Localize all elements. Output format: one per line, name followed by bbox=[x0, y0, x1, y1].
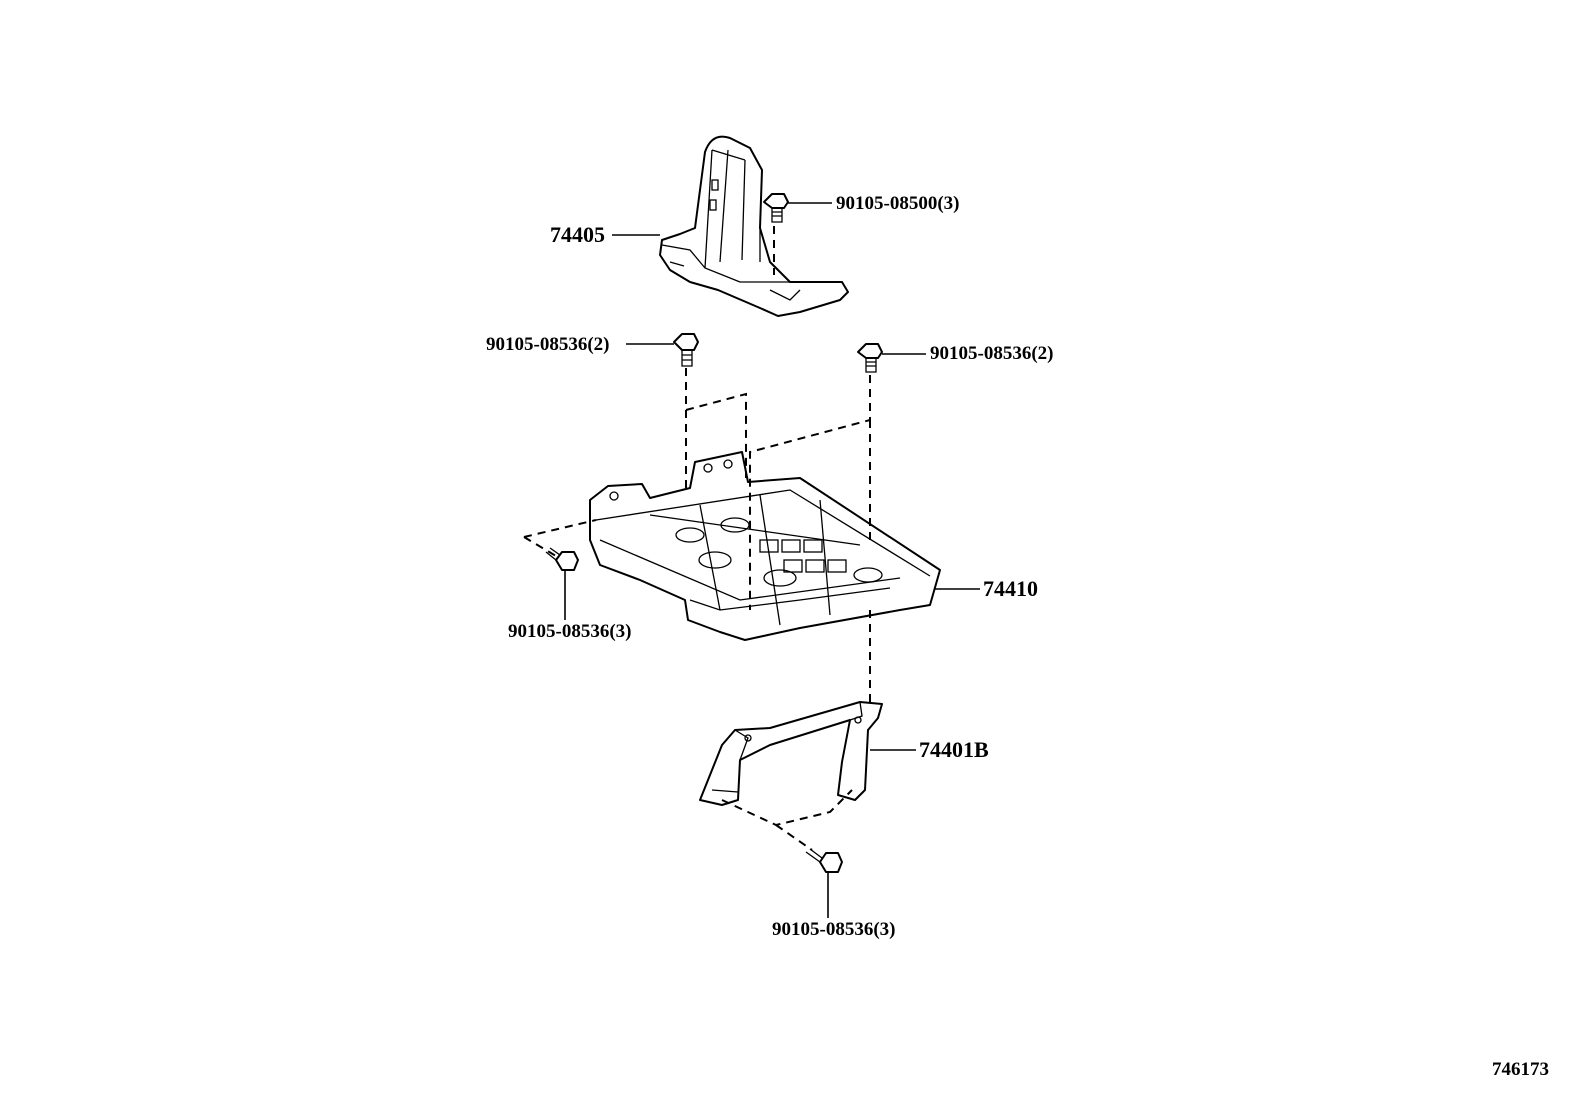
part-label: 74405 bbox=[550, 222, 605, 247]
fastener-label: 90105-08536(3) bbox=[508, 621, 631, 642]
bolt-icon bbox=[805, 848, 843, 873]
bolt-icon bbox=[673, 333, 699, 367]
diagram-code: 746173 bbox=[1492, 1059, 1549, 1080]
bolt-icon bbox=[857, 343, 883, 373]
bolt-icon bbox=[763, 193, 789, 223]
tray-74410[interactable] bbox=[589, 451, 941, 641]
bolt-icon bbox=[545, 547, 579, 571]
stay-74401B[interactable] bbox=[699, 701, 883, 806]
bracket-74405[interactable] bbox=[659, 135, 849, 317]
part-label: 74410 bbox=[983, 576, 1038, 601]
fastener-label: 90105-08536(2) bbox=[486, 334, 609, 355]
fastener-label: 90105-08536(3) bbox=[772, 919, 895, 940]
fastener-label: 90105-08536(2) bbox=[930, 343, 1053, 364]
part-label: 74401B bbox=[919, 737, 989, 762]
fastener-label: 90105-08500(3) bbox=[836, 193, 959, 214]
